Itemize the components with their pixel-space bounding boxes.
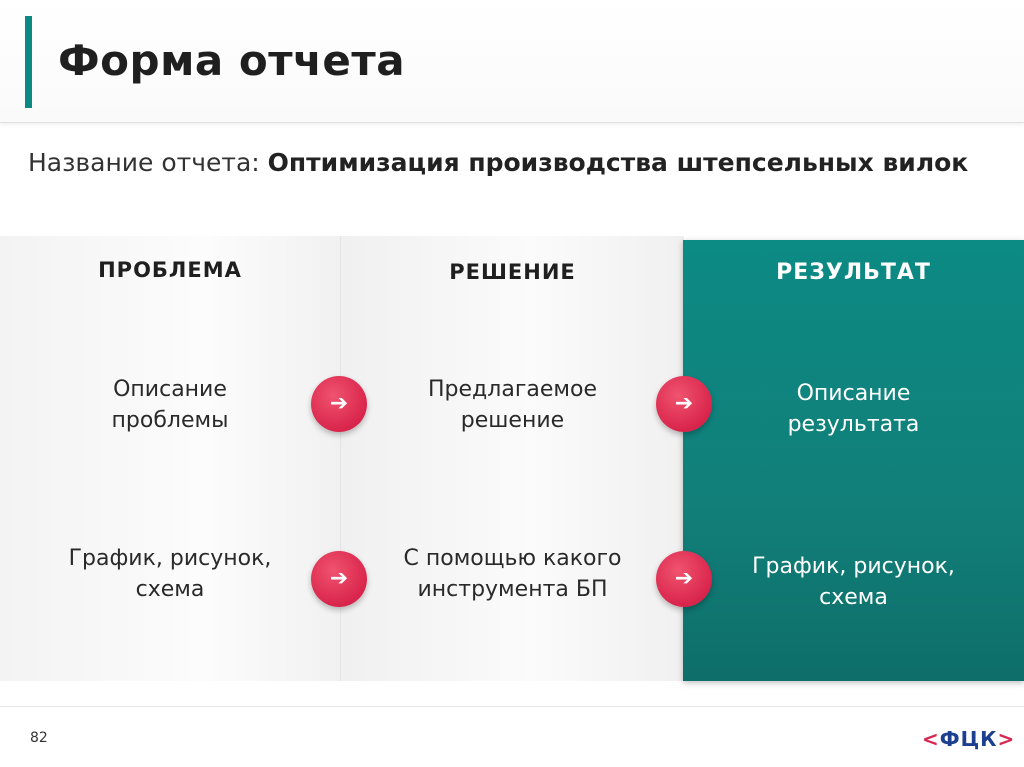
column-header-result: РЕЗУЛЬТАТ [776,260,931,285]
column-result: РЕЗУЛЬТАТ Описание результата График, ри… [683,240,1024,681]
problem-description: Описание проблемы [111,377,229,433]
report-columns: ПРОБЛЕМА Описание проблемы График, рисун… [0,236,1024,681]
fck-logo: <ФЦК> [922,727,1014,751]
arrow-right-icon: ➔ [311,551,367,607]
page-title: Форма отчета [58,36,406,85]
column-solution: РЕШЕНИЕ Предлагаемое решение С помощью к… [340,236,684,681]
report-name-label: Название отчета: [28,148,260,177]
column-header-solution: РЕШЕНИЕ [449,260,576,284]
arrow-right-icon: ➔ [656,551,712,607]
solution-description: Предлагаемое решение [428,377,597,433]
title-bar: Форма отчета [0,0,1024,123]
result-description: Описание результата [787,381,920,437]
logo-text: ФЦК [939,727,998,751]
arrow-right-icon: ➔ [311,376,367,432]
page-number: 82 [30,730,48,746]
result-visual: График, рисунок, схема [752,554,955,610]
title-accent-bar [25,16,32,108]
logo-right-bracket: > [997,727,1016,751]
column-header-problem: ПРОБЛЕМА [98,258,242,282]
report-name-value: Оптимизация производства штепсельных вил… [267,148,969,177]
logo-left-bracket: < [922,727,940,751]
arrow-right-icon: ➔ [656,376,712,432]
footer-divider [0,706,1024,707]
report-name: Название отчета: Оптимизация производств… [28,146,1008,180]
column-problem: ПРОБЛЕМА Описание проблемы График, рисун… [0,236,340,681]
problem-visual: График, рисунок, схема [68,546,272,602]
solution-tool: С помощью какого инструмента БП [403,546,622,602]
